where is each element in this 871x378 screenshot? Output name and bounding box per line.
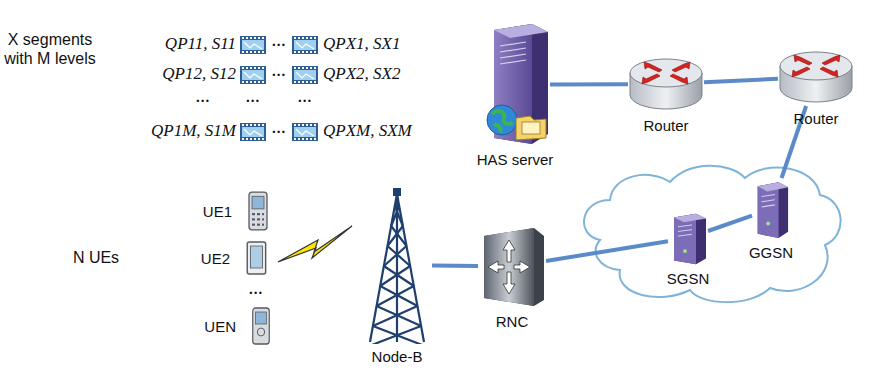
network-link [704, 79, 778, 82]
ellipsis-mark: ... [272, 63, 286, 80]
core-cloud [584, 166, 841, 302]
network-link [546, 241, 668, 261]
network-link [432, 265, 478, 267]
server-icon: HAS server [480, 22, 550, 147]
node-label: Router [793, 110, 838, 127]
node-label: HAS server [477, 151, 554, 168]
rnc-box: RNC [478, 224, 546, 309]
segment-label: QPX2, SX2 [323, 64, 400, 84]
segment-label: QP12, S12 [162, 64, 236, 84]
node-label: SGSN [667, 270, 710, 287]
node-label: Node-B [372, 348, 423, 365]
sgsn-server: SGSN [668, 210, 708, 266]
router-icon: Router [778, 48, 854, 106]
router-icon: Router [628, 55, 704, 113]
network-link [708, 216, 752, 231]
segment-label: QPX1, SX1 [323, 34, 400, 54]
lightning-bolt [278, 226, 352, 262]
phone-icon: UE1 [246, 190, 270, 232]
node-label: Router [643, 117, 688, 134]
segment-label: QP11, S11 [165, 34, 236, 54]
ellipsis-mark: ... [298, 89, 312, 106]
base-station-tower: Node-B [362, 186, 432, 344]
side-label: X segments with M levels [0, 30, 106, 68]
node-label: UE1 [203, 203, 232, 220]
phone-icon: UE2 [244, 238, 270, 278]
node-label: GGSN [749, 244, 793, 261]
side-label: N UEs [40, 248, 152, 267]
node-label: UEN [204, 318, 236, 335]
film-icons [240, 36, 318, 141]
phone-icon: UEN [250, 306, 272, 346]
ggsn-server: GGSN [752, 178, 790, 240]
segment-label: QPXM, SXM [323, 121, 412, 141]
ellipsis-mark: ... [246, 89, 260, 106]
segment-label: QP1M, S1M [151, 121, 236, 141]
ellipsis-mark: ... [272, 120, 286, 137]
network-link [550, 84, 628, 85]
ellipsis-mark: ... [249, 281, 263, 298]
node-label: UE2 [201, 250, 230, 267]
ellipsis-mark: ... [196, 89, 210, 106]
node-label: RNC [496, 313, 529, 330]
ellipsis-mark: ... [272, 33, 286, 50]
